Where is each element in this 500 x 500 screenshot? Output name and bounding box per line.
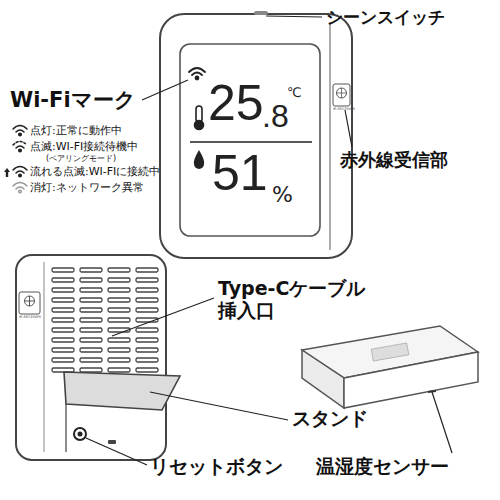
status-note: 点灯:正常に動作中 [30, 125, 122, 138]
vent-slot [136, 358, 158, 362]
status-note: 消灯:ネットワーク異常 [30, 182, 144, 195]
vent-slot [80, 268, 102, 272]
status-note: 点滅:WI-FI接続待機中 [30, 141, 138, 154]
part-label: 赤外線受信部 [340, 150, 448, 171]
vent-slot [52, 338, 74, 342]
vent-slot [80, 318, 102, 322]
vent-slot [136, 288, 158, 292]
vent-slot [108, 318, 130, 322]
vent-slot [80, 278, 102, 282]
part-label: Type-Cケーブル 挿入口 [218, 278, 390, 322]
vent-slot [136, 308, 158, 312]
vent-slot [80, 368, 102, 372]
vent-slot [108, 338, 130, 342]
part-label: スタンド [292, 408, 368, 430]
lcd-digits: .8 [262, 100, 289, 132]
lcd-unit: % [272, 182, 293, 207]
vent-slot [108, 278, 130, 282]
vent-slot [52, 318, 74, 322]
vent-slot [52, 268, 74, 272]
vent-slot [52, 288, 74, 292]
vent-slot [52, 298, 74, 302]
tiny-print: IR RECEIVER [19, 315, 41, 319]
vent-slot [108, 268, 130, 272]
vent-slot [80, 348, 102, 352]
vent-slot [52, 278, 74, 282]
part-label: Wi-Fiマーク [10, 88, 136, 112]
vent-slot [136, 328, 158, 332]
part-label: シーンスイッチ [326, 8, 445, 28]
vent-slot [80, 298, 102, 302]
part-label: リセットボタン [150, 456, 283, 478]
lcd-digits: 25 [208, 78, 264, 128]
vent-slot [52, 328, 74, 332]
vent-slot [136, 368, 158, 372]
vent-slot [52, 348, 74, 352]
vent-slot [136, 298, 158, 302]
vent-slot [136, 268, 158, 272]
vent-slot [136, 338, 158, 342]
vent-slot [52, 368, 74, 372]
vent-slot [108, 298, 130, 302]
vent-slot [80, 358, 102, 362]
vent-slot [108, 358, 130, 362]
vent-slot [80, 328, 102, 332]
vent-slot [80, 338, 102, 342]
vent-slot [80, 308, 102, 312]
vent-slot [108, 368, 130, 372]
vent-slot [108, 348, 130, 352]
status-note: (ペアリングモード) [46, 154, 116, 163]
vent-slot [52, 358, 74, 362]
status-note: 流れる点滅:WI-FIに接続中 [30, 166, 160, 179]
vent-slot [136, 348, 158, 352]
vent-slot [80, 288, 102, 292]
part-label: 温湿度センサー [316, 456, 449, 478]
vent-slot [52, 308, 74, 312]
vent-slot [108, 288, 130, 292]
lcd-unit: ℃ [287, 86, 302, 101]
vent-slot [136, 278, 158, 282]
lcd-digits: 51 [212, 148, 268, 198]
vent-slot [108, 308, 130, 312]
tiny-print: IR RECEIVER [333, 107, 355, 111]
